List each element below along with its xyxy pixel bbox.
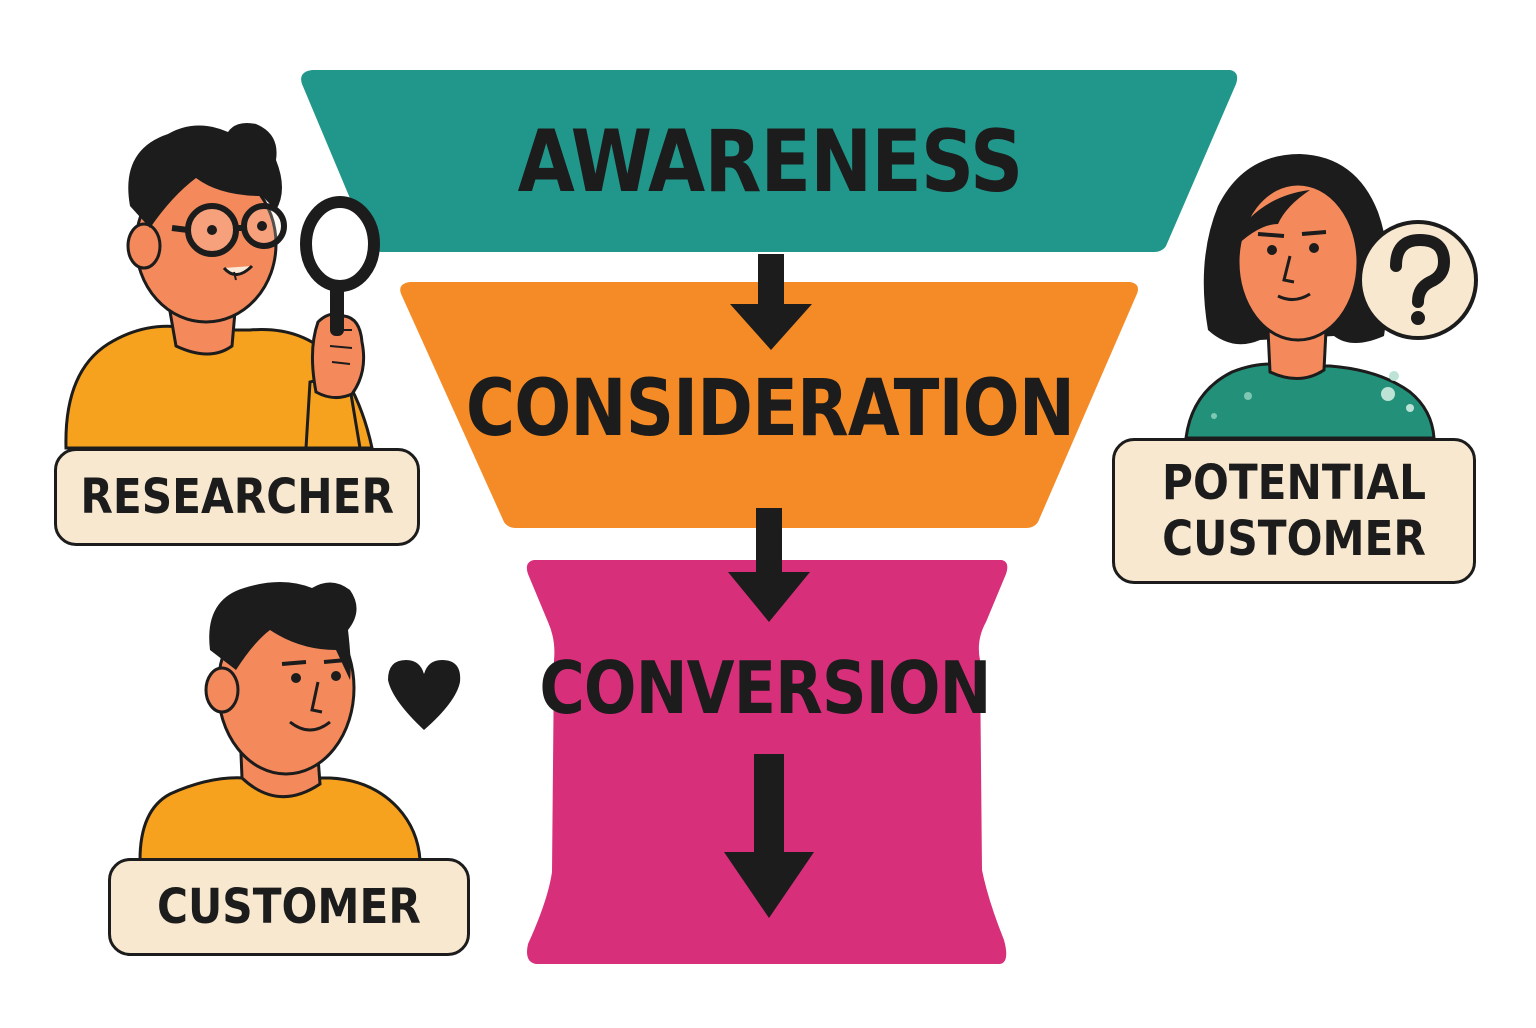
customer-label-text: CUSTOMER — [157, 879, 421, 935]
potential-customer-illustration — [1184, 154, 1478, 440]
potential-customer-label-text: POTENTIAL CUSTOMER — [1161, 455, 1427, 567]
researcher-illustration — [64, 123, 380, 450]
arrow-conversion-out — [724, 754, 814, 918]
question-mark-icon — [1358, 220, 1478, 340]
heart-icon — [388, 660, 461, 730]
consideration-label: CONSIDERATION — [465, 364, 1075, 454]
conversion-label: CONVERSION — [539, 646, 991, 730]
consideration-stage — [400, 282, 1138, 528]
awareness-label: AWARENESS — [517, 112, 1024, 212]
researcher-label: RESEARCHER — [54, 448, 420, 546]
arrow-consideration-to-conversion — [728, 508, 810, 622]
customer-label: CUSTOMER — [108, 858, 470, 956]
magnifying-glass-icon — [300, 196, 380, 336]
customer-illustration — [138, 582, 461, 862]
potential-customer-label: POTENTIAL CUSTOMER — [1112, 438, 1476, 584]
researcher-label-text: RESEARCHER — [80, 469, 394, 525]
arrow-awareness-to-consideration — [730, 254, 812, 350]
awareness-stage — [301, 70, 1238, 252]
